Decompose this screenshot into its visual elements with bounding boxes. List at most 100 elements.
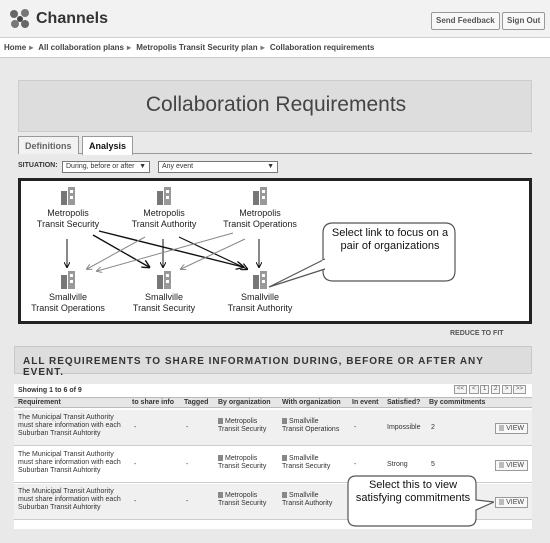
main-content: Collaboration Requirements Definitions A… xyxy=(0,58,550,543)
view-callout-bubble xyxy=(347,475,494,527)
breadcrumb: Home▸ All collaboration plans▸ Metropoli… xyxy=(0,38,550,58)
org-smallville-transit-authority[interactable]: Smallville Transit Authority xyxy=(215,271,305,314)
breadcrumb-current: Collaboration requirements xyxy=(269,43,375,52)
event-select[interactable]: Any event▼ xyxy=(158,161,278,173)
link-security-to-security[interactable] xyxy=(92,234,149,267)
chevron-down-icon: ▼ xyxy=(267,163,274,170)
graph-links xyxy=(21,230,529,321)
situation-filter: SITUATION: During, before or after▼ Any … xyxy=(18,161,532,176)
send-feedback-button[interactable]: Send Feedback xyxy=(431,12,500,30)
col-by-commitments: By commitments xyxy=(429,399,486,406)
document-icon xyxy=(499,425,505,431)
pager-prev[interactable]: < xyxy=(469,385,479,394)
app-title: Channels xyxy=(36,10,109,27)
view-button[interactable]: VIEW xyxy=(495,460,528,471)
tagged-value: - xyxy=(186,498,189,505)
link-authority-to-operations[interactable] xyxy=(87,236,146,269)
situation-label: SITUATION: xyxy=(18,162,58,169)
building-icon xyxy=(157,187,171,205)
building-icon xyxy=(282,418,287,424)
satisfied-value: Impossible xyxy=(387,424,421,431)
building-icon xyxy=(218,455,223,461)
col-tagged: Tagged xyxy=(184,399,209,406)
document-icon xyxy=(499,499,505,505)
breadcrumb-home[interactable]: Home xyxy=(4,43,27,52)
title-band: Collaboration Requirements xyxy=(18,80,532,132)
col-by-organization: By organization xyxy=(218,399,271,406)
building-icon xyxy=(157,271,171,289)
satisfied-value: Strong xyxy=(387,461,408,468)
channels-logo-icon xyxy=(10,9,29,28)
commitments-count: 5 xyxy=(431,461,435,468)
tagged-value: - xyxy=(186,424,189,431)
organization-graph: Metropolis Transit Security Metropolis T… xyxy=(18,178,532,324)
view-button[interactable]: VIEW xyxy=(495,423,528,434)
showing-count: Showing 1 to 6 of 9 xyxy=(18,387,82,394)
col-to-share-info: to share info xyxy=(132,399,175,406)
event-value: - xyxy=(354,424,357,431)
link-operations-to-operations[interactable] xyxy=(97,232,234,271)
building-icon xyxy=(218,418,223,424)
breadcrumb-all-plans[interactable]: All collaboration plans xyxy=(38,43,124,52)
building-icon xyxy=(282,455,287,461)
tab-bar: Definitions Analysis xyxy=(18,136,532,155)
share-info-value: - xyxy=(134,461,137,468)
col-satisfied: Satisfied? xyxy=(387,399,421,406)
pager-last[interactable]: >> xyxy=(513,385,527,394)
breadcrumb-plan[interactable]: Metropolis Transit Security plan xyxy=(136,43,258,52)
document-icon xyxy=(499,462,505,468)
graph-callout-text: Select link to focus on a pair of organi… xyxy=(331,227,449,252)
org-metropolis-transit-authority[interactable]: Metropolis Transit Authority xyxy=(119,187,209,230)
org-smallville-transit-security[interactable]: Smallville Transit Security xyxy=(119,271,209,314)
event-value: - xyxy=(354,461,357,468)
col-with-organization: With organization xyxy=(282,399,341,406)
building-icon xyxy=(253,271,267,289)
sign-out-button[interactable]: Sign Out xyxy=(502,12,546,30)
reduce-to-fit-link[interactable]: REDUCE TO FIT xyxy=(450,330,504,337)
requirements-table: Showing 1 to 6 of 9 << < 1 2 > >> Requir… xyxy=(14,384,532,529)
share-info-value: - xyxy=(134,424,137,431)
col-in-event: In event xyxy=(352,399,379,406)
tab-definitions[interactable]: Definitions xyxy=(18,136,79,154)
requirements-heading: ALL REQUIREMENTS TO SHARE INFORMATION DU… xyxy=(14,346,532,378)
pager-page-2[interactable]: 2 xyxy=(491,385,501,394)
tagged-value: - xyxy=(186,461,189,468)
building-icon xyxy=(282,492,287,498)
graph-callout-bubble xyxy=(268,222,456,288)
building-icon xyxy=(218,492,223,498)
link-authority-to-authority[interactable] xyxy=(178,236,247,269)
chevron-down-icon: ▼ xyxy=(139,163,146,170)
view-callout-text: Select this to view satisfying commitmen… xyxy=(355,479,471,504)
link-operations-to-security[interactable] xyxy=(181,238,246,269)
top-bar: Channels Send Feedback Sign Out xyxy=(0,0,550,38)
org-metropolis-transit-operations[interactable]: Metropolis Transit Operations xyxy=(215,187,305,230)
pager-page-1[interactable]: 1 xyxy=(480,385,490,394)
commitments-count: 2 xyxy=(431,424,435,431)
org-metropolis-transit-security[interactable]: Metropolis Transit Security xyxy=(23,187,113,230)
tab-analysis[interactable]: Analysis xyxy=(82,136,134,155)
page-title: Collaboration Requirements xyxy=(145,93,407,116)
building-icon xyxy=(61,271,75,289)
building-icon xyxy=(253,187,267,205)
org-smallville-transit-operations[interactable]: Smallville Transit Operations xyxy=(23,271,113,314)
pager-next[interactable]: > xyxy=(502,385,512,394)
col-requirement: Requirement xyxy=(18,399,61,406)
link-security-to-authority[interactable] xyxy=(98,230,243,267)
view-button[interactable]: VIEW xyxy=(495,497,528,508)
table-header: Requirement to share info Tagged By orga… xyxy=(14,397,532,408)
building-icon xyxy=(61,187,75,205)
share-info-value: - xyxy=(134,498,137,505)
pager-first[interactable]: << xyxy=(454,385,468,394)
timing-select[interactable]: During, before or after▼ xyxy=(62,161,150,173)
